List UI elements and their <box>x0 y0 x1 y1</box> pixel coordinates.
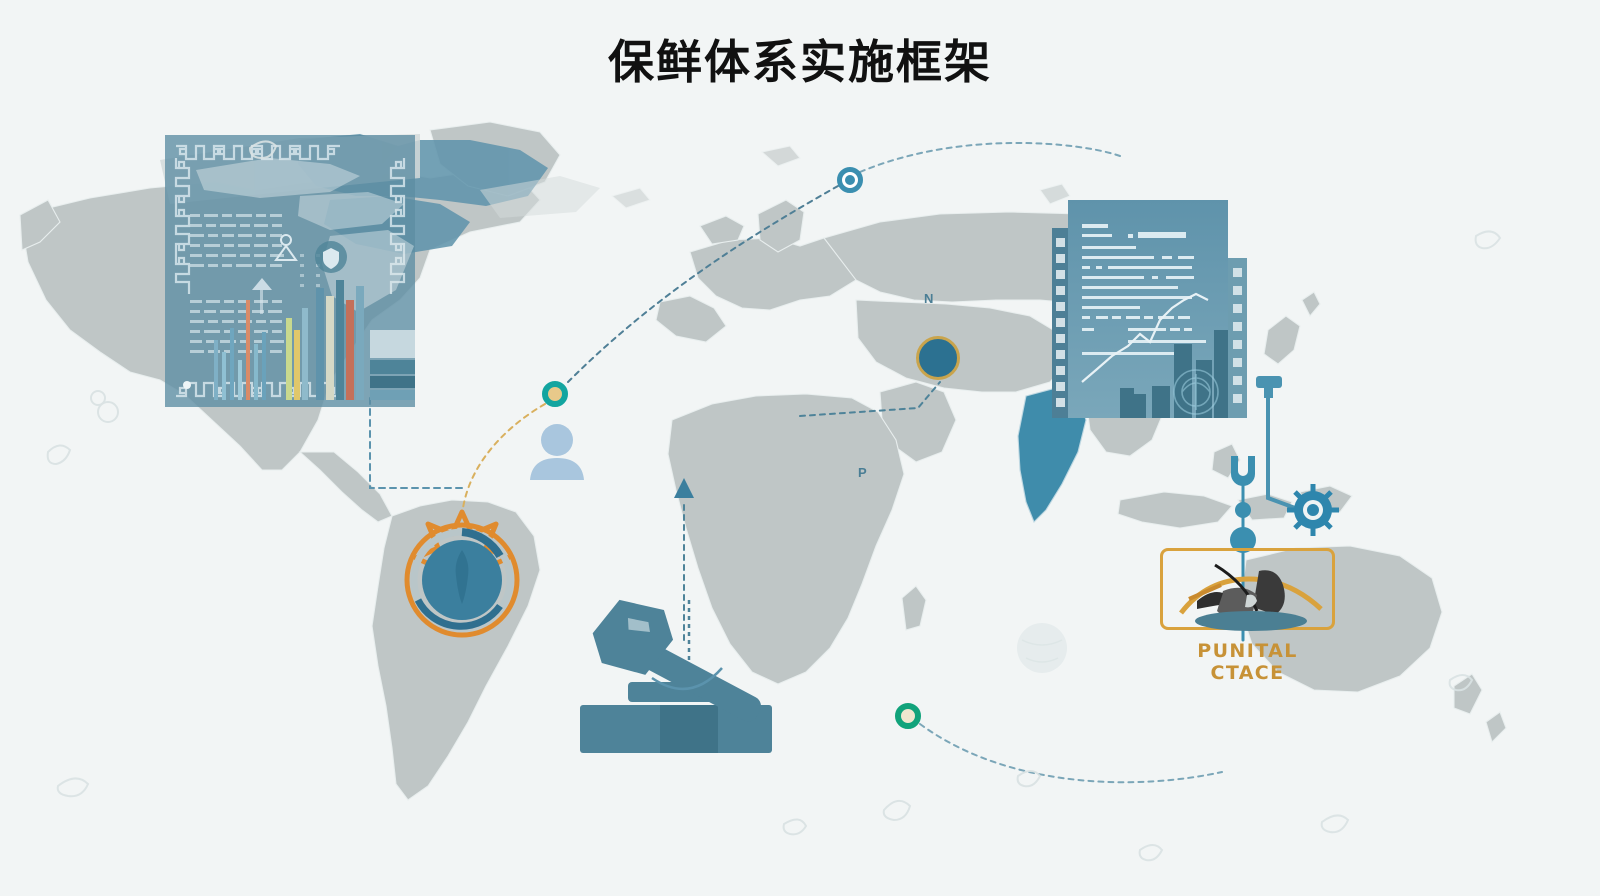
user-avatar-icon <box>530 424 584 480</box>
map-label-p: P <box>858 465 867 480</box>
doc-line-chart <box>1081 292 1209 383</box>
marker-arctic-core <box>845 175 855 185</box>
punital-ctace-label: PUNITAL CTACE <box>1197 640 1298 684</box>
line-pin-to-gear <box>1266 390 1308 514</box>
punital-card-illustration <box>1179 563 1323 631</box>
marker-pacific[interactable] <box>895 703 921 729</box>
arc-arctic-to-atlantic <box>859 141 1121 173</box>
page-title: 保鲜体系实施框架 <box>608 35 992 89</box>
punital-ctace-card[interactable] <box>1160 548 1335 631</box>
gear-icon <box>1287 484 1339 536</box>
doc-sidebar-left-items <box>1056 238 1065 407</box>
arc-atlantic-to-compass <box>461 403 546 517</box>
map-label-n: N <box>924 291 934 306</box>
arc-pacific-to-australia <box>919 723 1223 784</box>
map-pin-connector <box>1256 376 1282 398</box>
analytics-panel-graphics <box>165 135 415 407</box>
marker-caspian[interactable] <box>916 336 960 380</box>
line-panel-to-compass <box>369 397 463 489</box>
marker-atlantic[interactable] <box>542 381 568 407</box>
line-mediterranean <box>799 381 941 417</box>
doc-sidebar-right-items <box>1233 268 1242 403</box>
gavel-icon <box>580 599 772 753</box>
arc-arctic-to-hub <box>567 185 839 383</box>
compass-dial <box>404 509 520 638</box>
marker-arctic[interactable] <box>837 167 863 193</box>
background-doodles <box>46 140 1502 862</box>
document-panel-graphics <box>1068 200 1228 418</box>
globe-watermark <box>1017 623 1067 673</box>
africa-arrow-icon <box>674 478 694 498</box>
doc-emblem-seal <box>1173 369 1219 415</box>
wrench-icon <box>1230 456 1256 553</box>
doc-sidebar-right <box>1228 258 1247 418</box>
